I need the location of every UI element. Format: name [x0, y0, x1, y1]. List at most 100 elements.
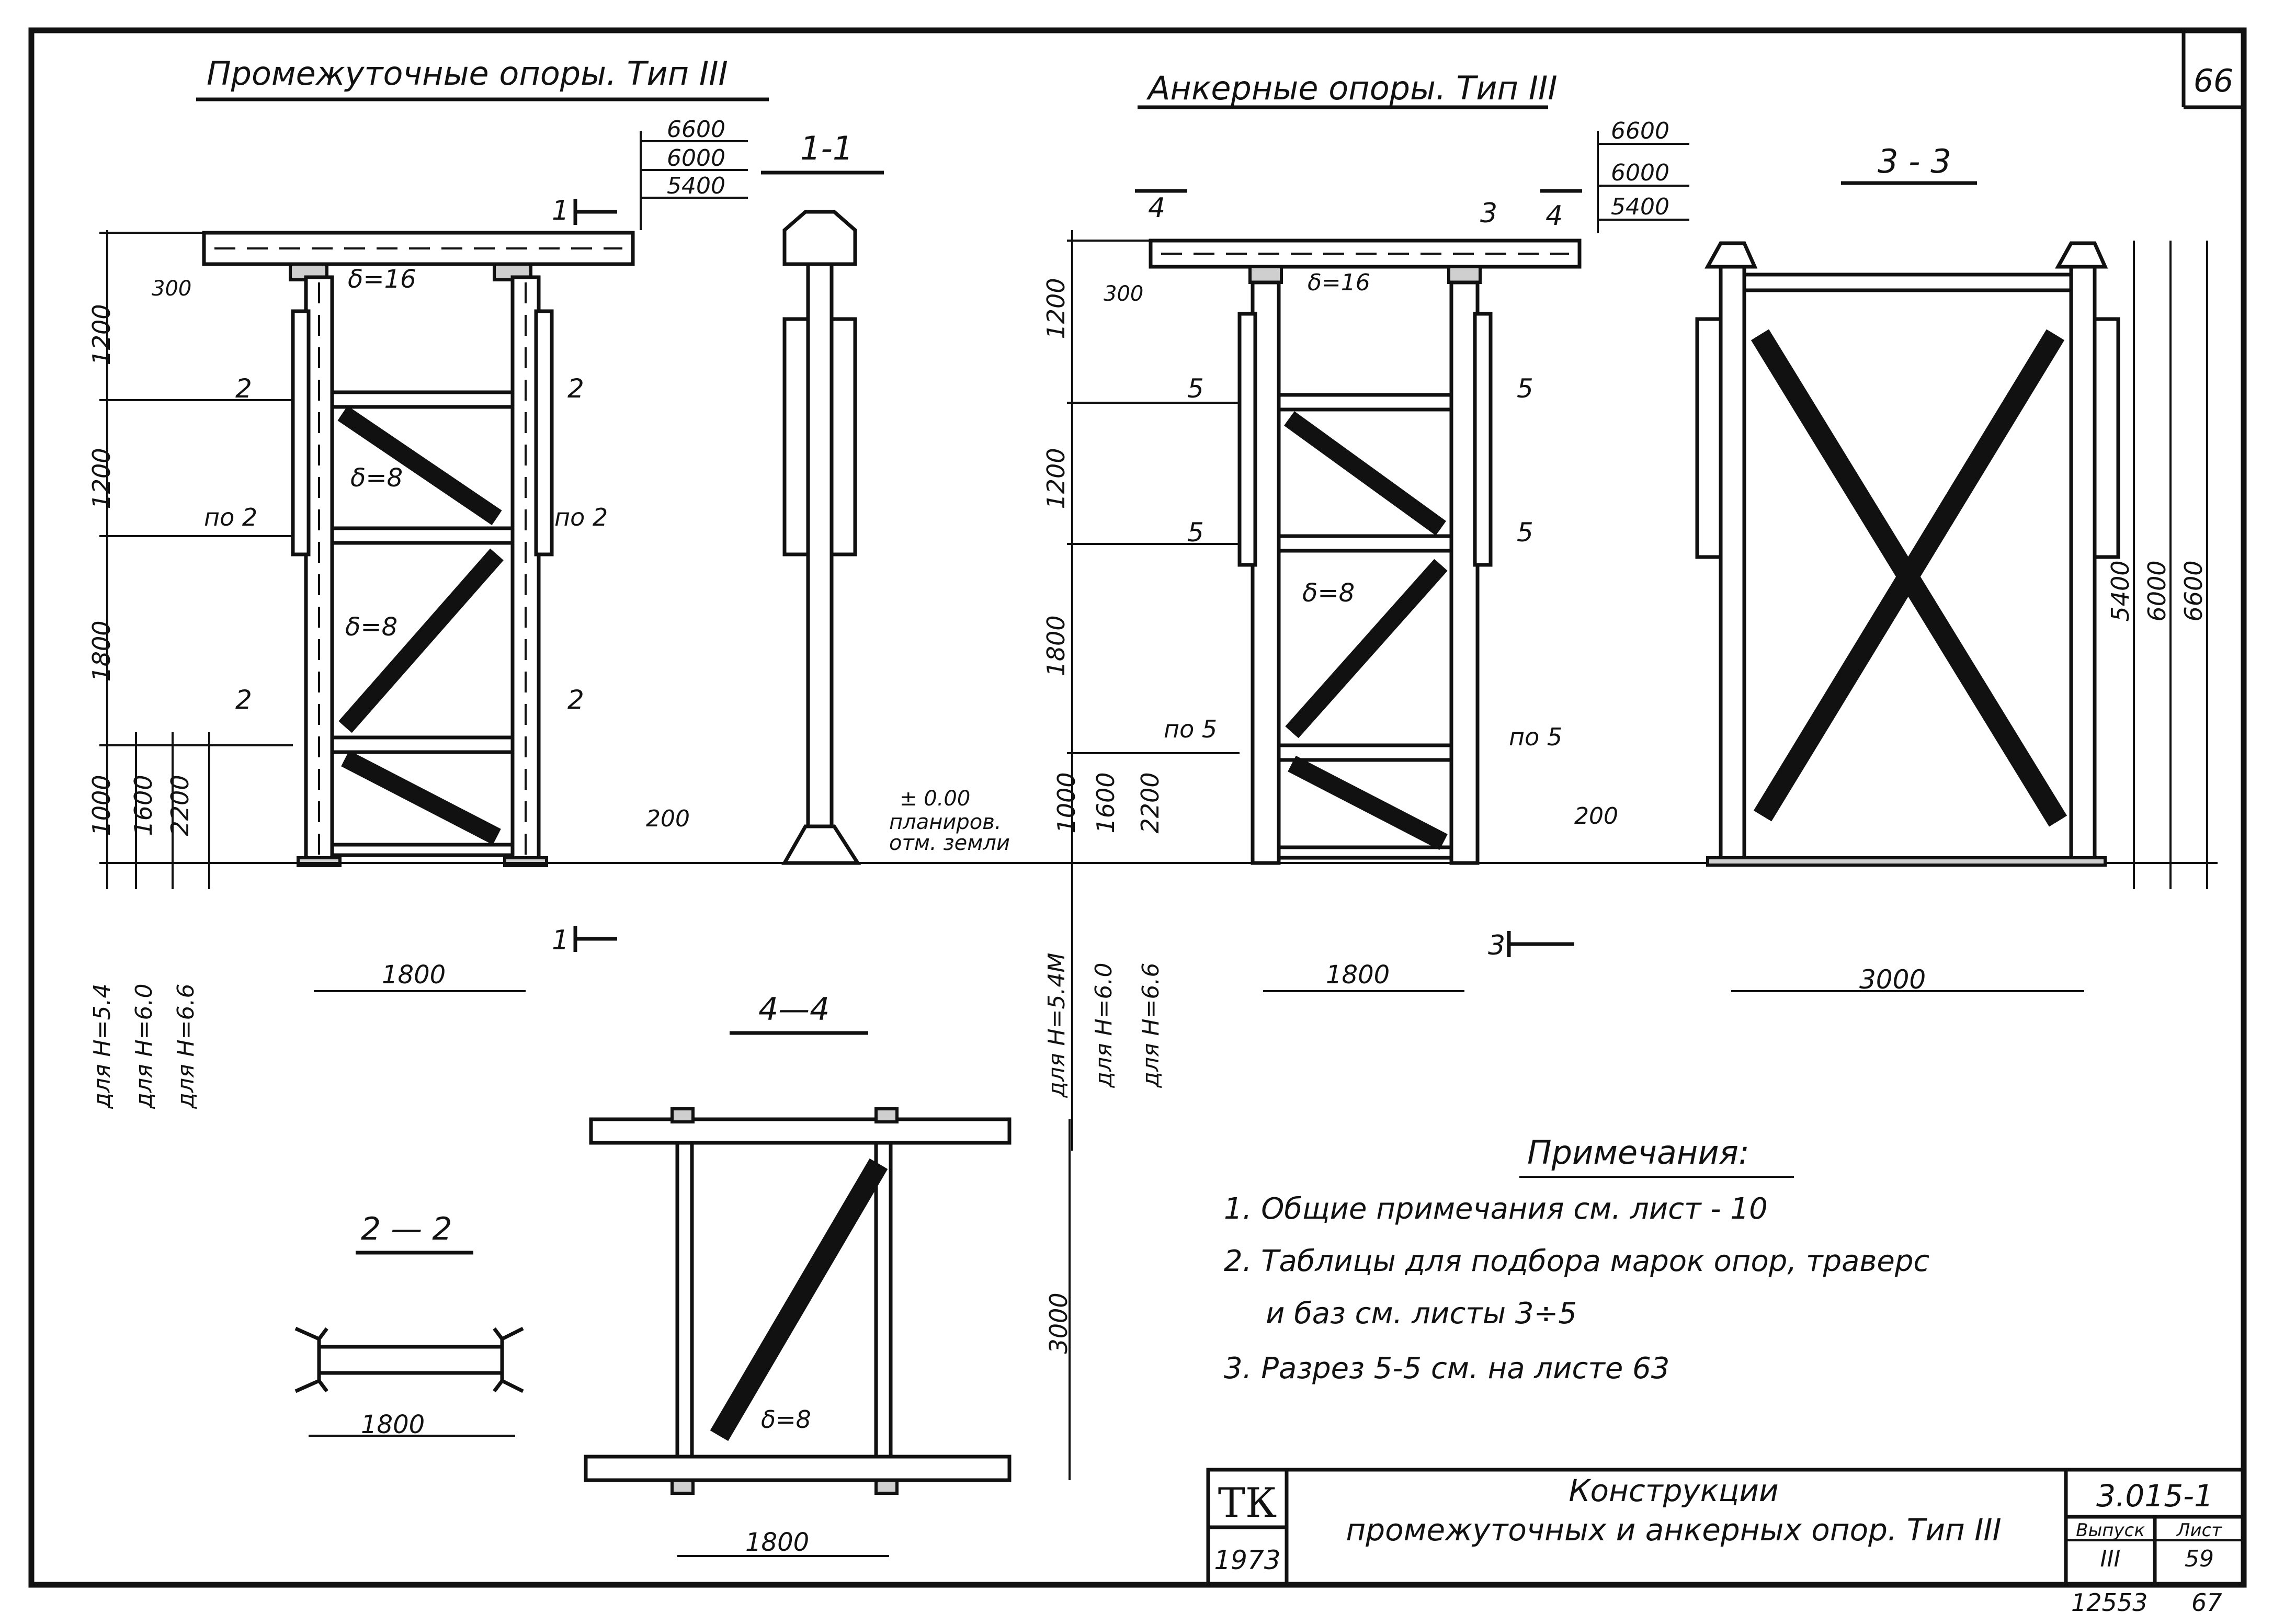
horizontal-strut-3 [330, 735, 515, 754]
cut-3-top: 3 [1480, 198, 1497, 229]
section-markers-2: 2 2 по 2 по 2 2 2 1800 [204, 373, 608, 992]
dim-r-1200-b: 1200 [1042, 448, 1070, 509]
elev-6000-left: 6000 [667, 145, 725, 172]
section-4-4-view: 4—4 δ=8 3000 1800 [584, 991, 1073, 1557]
thickness-label-16-left: δ=16 [348, 265, 416, 294]
section-1-1-view: 1-1 [761, 129, 884, 865]
right-column [510, 275, 541, 865]
title-org: ТК [1218, 1480, 1277, 1527]
dim-3000-33: 3000 [1859, 964, 1926, 995]
title-line-1: Конструкции [1569, 1473, 1778, 1508]
cut-2-d: 2 [567, 685, 584, 715]
height-label-r-60: для H=6.0 [1090, 963, 1117, 1088]
issue-value: III [2100, 1546, 2121, 1572]
cut-po5-b: по 5 [1509, 723, 1562, 751]
dim-1200-a: 1200 [87, 304, 116, 365]
height-label-r-54: для H=5.4М [1043, 953, 1070, 1098]
dim-1200-b: 1200 [87, 448, 116, 509]
elev-5400-right: 5400 [1611, 194, 1669, 220]
left-dimension-chain: 1200 1200 1800 1000 1600 2200 для H=5.4 … [87, 230, 889, 1109]
thickness-label-8-b: δ=8 [345, 612, 397, 642]
section-2-2-label: 2 — 2 [361, 1211, 452, 1247]
section-3-3-label: 3 - 3 [1878, 142, 1951, 180]
notes-block: Примечания: 1. Общие примечания см. лист… [1224, 1133, 1929, 1385]
dim-1800-right: 1800 [1326, 960, 1390, 990]
cut-po2-b: по 2 [554, 503, 608, 531]
section-4-4-label: 4—4 [758, 991, 829, 1028]
elevation-marks-right: 6600 6000 5400 4 3 4 3 5 5 5 5 по 5 по 5 [1135, 118, 1689, 961]
title-year: 1973 [1214, 1545, 1280, 1575]
cut-2-a: 2 [235, 373, 252, 404]
cut-1-bottom: 1 [552, 925, 569, 956]
note-2-cont: и баз см. листы 3÷5 [1266, 1297, 1577, 1331]
dim-1800-22: 1800 [361, 1410, 425, 1439]
dim-300-right: 300 [1104, 282, 1143, 306]
dim-2200: 2200 [166, 775, 194, 836]
sheet-label: Лист [2176, 1520, 2222, 1541]
sheet-number: 66 [2194, 63, 2233, 99]
cut-5-b: 5 [1517, 373, 1533, 404]
right-title: Анкерные опоры. Тип III [1146, 69, 1558, 107]
archive-number: 12553 [2071, 1588, 2147, 1617]
horizontal-strut-1 [330, 390, 515, 409]
dim-1800: 1800 [87, 620, 116, 682]
elev-6600-left: 6600 [667, 116, 725, 143]
ground-note-0: ± 0.00 [900, 787, 970, 811]
height-label-54: для H=5.4 [89, 984, 116, 1109]
archive-sheet: 67 [2191, 1588, 2222, 1617]
thickness-label-8-a: δ=8 [350, 463, 403, 493]
dim-r-1600: 1600 [1092, 772, 1120, 833]
cut-5-d: 5 [1517, 517, 1533, 548]
cut-po5-a: по 5 [1164, 715, 1217, 743]
dim-r-2200: 2200 [1136, 772, 1164, 833]
dim-300-left: 300 [152, 277, 191, 301]
section-1-1-label: 1-1 [800, 129, 853, 167]
title-code: 3.015-1 [2096, 1478, 2213, 1514]
height-label-r-66: для H=6.6 [1138, 963, 1164, 1088]
dim-200-left: 200 [646, 805, 690, 832]
thickness-label-8-44: δ=8 [761, 1405, 811, 1434]
issue-label: Выпуск [2076, 1520, 2145, 1541]
cut-po2-a: по 2 [204, 503, 257, 531]
height-label-60: для H=6.0 [131, 984, 157, 1109]
intermediate-support-elevation: δ=16 δ=8 δ=8 [202, 231, 635, 867]
cut-2-c: 2 [235, 685, 252, 715]
dim-1800-left: 1800 [382, 960, 446, 990]
ground-note-1: планиров. [889, 810, 1002, 834]
thickness-label-8-right: δ=8 [1302, 578, 1355, 608]
sheet-frame [28, 27, 2247, 1588]
cut-3-bottom: 3 [1488, 930, 1505, 961]
notes-heading: Примечания: [1527, 1133, 1749, 1172]
dim-1000: 1000 [87, 775, 116, 836]
dim-200-right: 200 [1574, 803, 1618, 830]
cut-4-b: 4 [1546, 200, 1563, 232]
dim-1600: 1600 [129, 775, 157, 836]
dim-1800-44: 1800 [745, 1528, 809, 1557]
left-title: Промежуточные опоры. Тип III [207, 54, 728, 93]
anchor-support-elevation: δ=16 δ=8 [1149, 239, 1582, 865]
title-block: ТК 1973 Конструкции промежуточных и анке… [1206, 1468, 2246, 1617]
thickness-label-16-right: δ=16 [1308, 269, 1370, 296]
sheet-value: 59 [2185, 1546, 2214, 1572]
ground-note-2: отм. земли [889, 831, 1010, 855]
dim-33-5400: 5400 [2106, 560, 2134, 621]
note-2: 2. Таблицы для подбора марок опор, траве… [1224, 1244, 1929, 1278]
note-1: 1. Общие примечания см. лист - 10 [1224, 1192, 1768, 1226]
right-dimension-chain: 1200 1200 1800 1000 1600 2200 для H=5.4М… [889, 230, 2218, 1151]
dim-r-1800: 1800 [1042, 615, 1070, 676]
elevation-marks-left: 6600 6000 5400 1 1 ± 0.00 планиров. отм.… [552, 116, 1010, 956]
dim-r-1200-a: 1200 [1042, 278, 1070, 339]
section-2-2-view: 2 — 2 1800 [294, 1211, 524, 1439]
section-3-3-view: 3 - 3 5400 6000 6600 3000 [1695, 142, 2208, 995]
elev-6000-right: 6000 [1611, 160, 1669, 186]
cut-4-a: 4 [1148, 192, 1165, 224]
cut-5-a: 5 [1187, 373, 1204, 404]
dim-3000-44: 3000 [1044, 1292, 1073, 1354]
height-label-66: для H=6.6 [173, 984, 199, 1109]
horizontal-strut-2 [330, 526, 515, 545]
cut-5-c: 5 [1187, 517, 1204, 548]
dim-33-6600: 6600 [2179, 560, 2208, 621]
title-line-2: промежуточных и анкерных опор. Тип III [1346, 1512, 2001, 1548]
dim-33-6000: 6000 [2143, 560, 2171, 621]
